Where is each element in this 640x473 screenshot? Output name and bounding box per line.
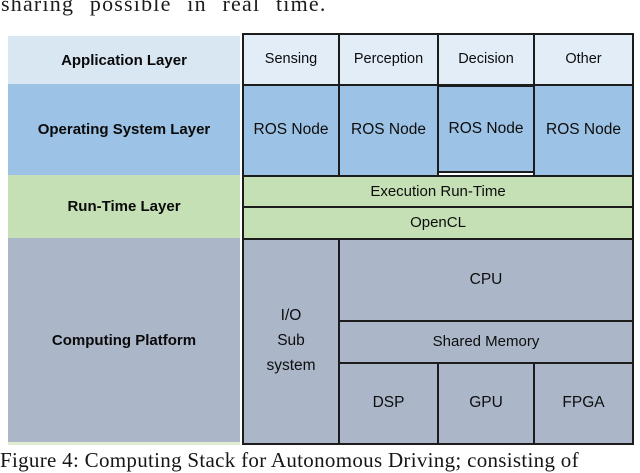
- cell-io-subsystem: I/O Sub system: [242, 238, 340, 445]
- layer-label-computing-platform: Computing Platform: [8, 238, 240, 445]
- layer-label-operating-system: Operating System Layer: [8, 84, 240, 175]
- cell-other: Other: [533, 33, 634, 86]
- layer-label-run-time: Run-Time Layer: [8, 175, 240, 238]
- io-line-3: system: [266, 356, 316, 374]
- cell-perception: Perception: [338, 33, 439, 86]
- cell-opencl: OpenCL: [242, 206, 634, 240]
- cell-ros-node-2: ROS Node: [338, 84, 439, 177]
- cell-ros-node-1: ROS Node: [242, 84, 340, 177]
- cell-ros-node-3: ROS Node: [437, 85, 535, 173]
- cell-cpu: CPU: [338, 238, 634, 322]
- cell-dsp: DSP: [338, 362, 439, 445]
- cell-shared-memory: Shared Memory: [338, 320, 634, 364]
- io-line-2: Sub: [277, 332, 305, 350]
- io-line-1: I/O: [280, 307, 302, 325]
- figure-caption: Figure 4: Computing Stack for Autonomous…: [0, 448, 579, 472]
- cell-fpga: FPGA: [533, 362, 634, 445]
- cell-gpu: GPU: [437, 362, 535, 445]
- layer-label-application: Application Layer: [8, 36, 240, 84]
- cell-sensing: Sensing: [242, 33, 340, 86]
- cell-decision: Decision: [437, 33, 535, 86]
- cell-execution-run-time: Execution Run-Time: [242, 175, 634, 208]
- body-text-fragment: sharing possible in real time.: [1, 0, 327, 16]
- cell-ros-node-4: ROS Node: [533, 84, 634, 177]
